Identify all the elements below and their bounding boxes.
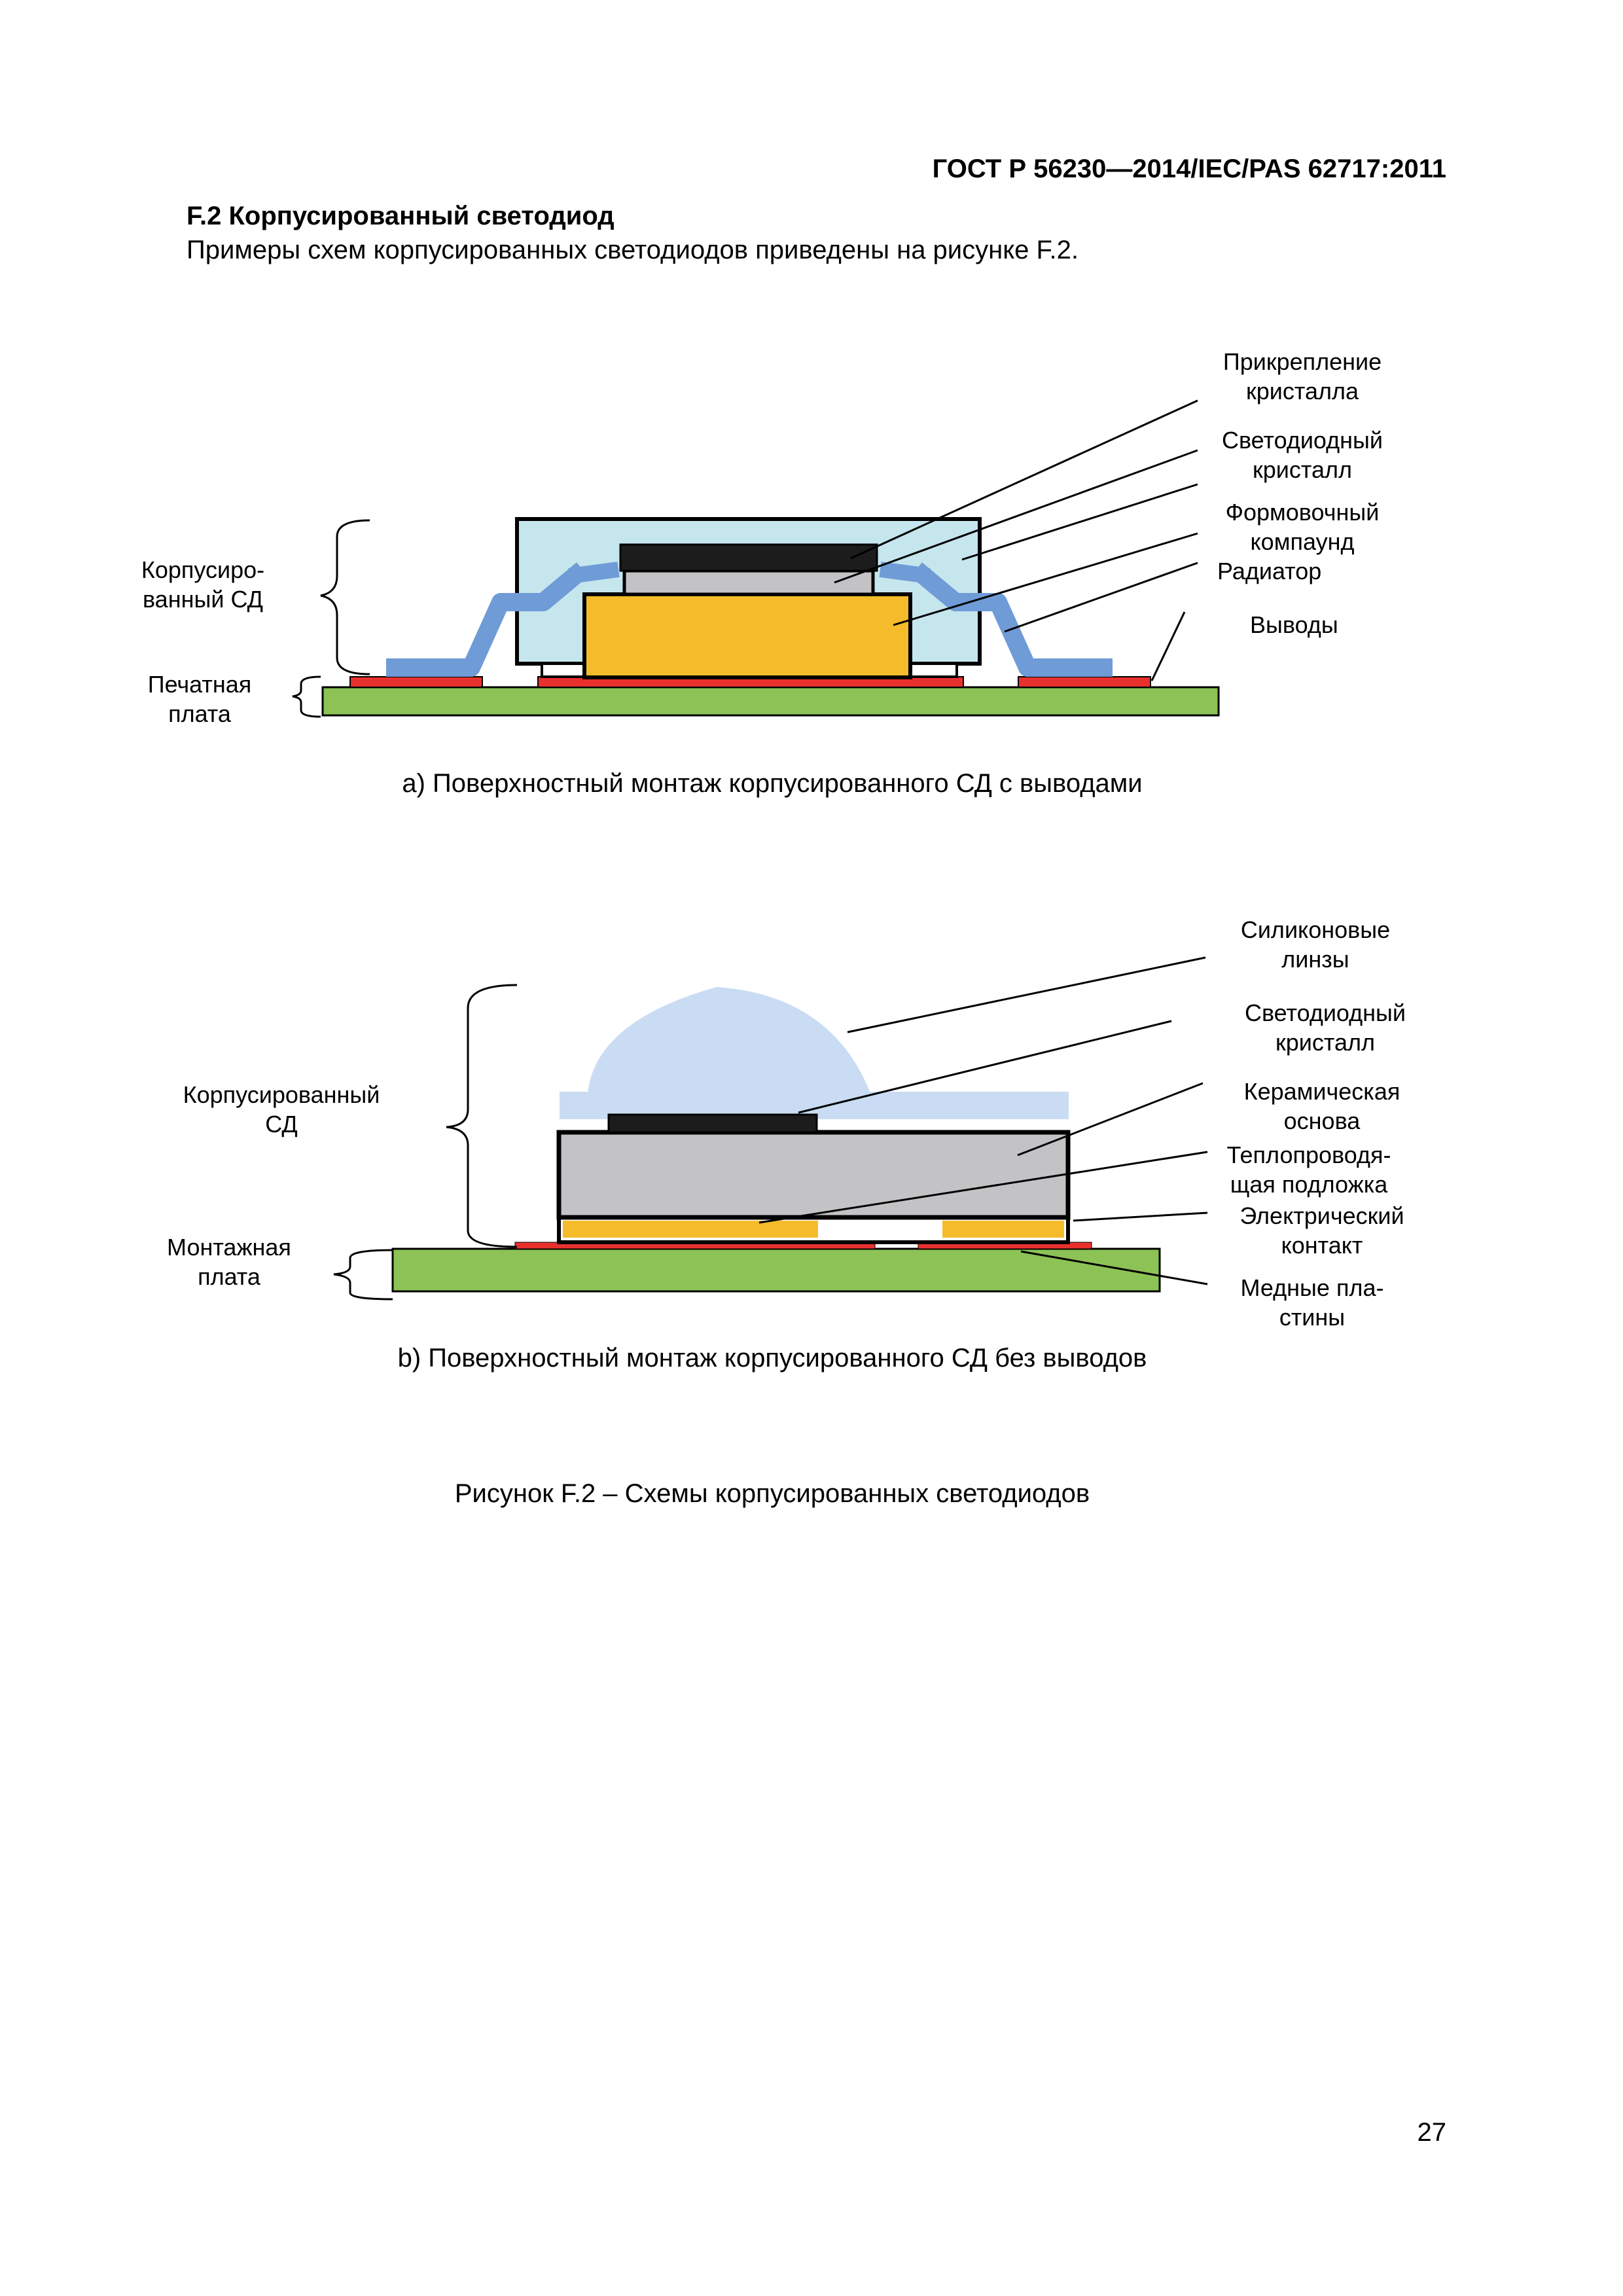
pcb-board <box>321 686 1220 717</box>
section-text: Примеры схем корпусированных светодиодов… <box>187 236 1079 264</box>
page-number: 27 <box>1417 2118 1447 2147</box>
caption-figure-a: а) Поверхностный монтаж корпусированного… <box>402 769 1143 798</box>
led-chip-b <box>607 1113 818 1134</box>
pad-right <box>1018 676 1151 688</box>
electrical-contact-left <box>563 1221 818 1238</box>
figure-caption: Рисунок F.2 – Схемы корпусированных свет… <box>454 1479 1090 1508</box>
lead-right <box>910 562 1113 677</box>
label-heatsink: Радиатор <box>1217 558 1322 584</box>
label-thermal-substrate: Теплопроводя-щая подложка <box>1226 1141 1391 1198</box>
die-attach <box>619 543 878 572</box>
label-leads: Выводы <box>1250 611 1338 638</box>
document-header: ГОСТ Р 56230—2014/IEC/PAS 62717:2011 <box>932 154 1446 183</box>
brace-packaged <box>320 519 370 675</box>
section-title: F.2 Корпусированный светодиод <box>187 202 615 230</box>
label-packaged-led-a: Корпусиро-ванный СД <box>141 556 265 613</box>
brace-packaged-b <box>446 984 518 1248</box>
heatsink <box>582 592 912 679</box>
lead-left <box>386 562 588 677</box>
brace-board-b <box>333 1249 393 1300</box>
mounting-board <box>391 1247 1161 1293</box>
caption-figure-b: b) Поверхностный монтаж корпусированного… <box>397 1344 1147 1372</box>
figure-a-drawing <box>292 399 1220 718</box>
brace-pcb <box>292 675 321 718</box>
label-copper-plates: Медные пла-стины <box>1240 1274 1384 1331</box>
pad-left <box>349 676 483 688</box>
silicone-lens <box>588 987 870 1093</box>
ceramic-base <box>556 1130 1071 1220</box>
electrical-contact-right <box>942 1221 1064 1238</box>
figure-b-drawing <box>333 956 1208 1300</box>
